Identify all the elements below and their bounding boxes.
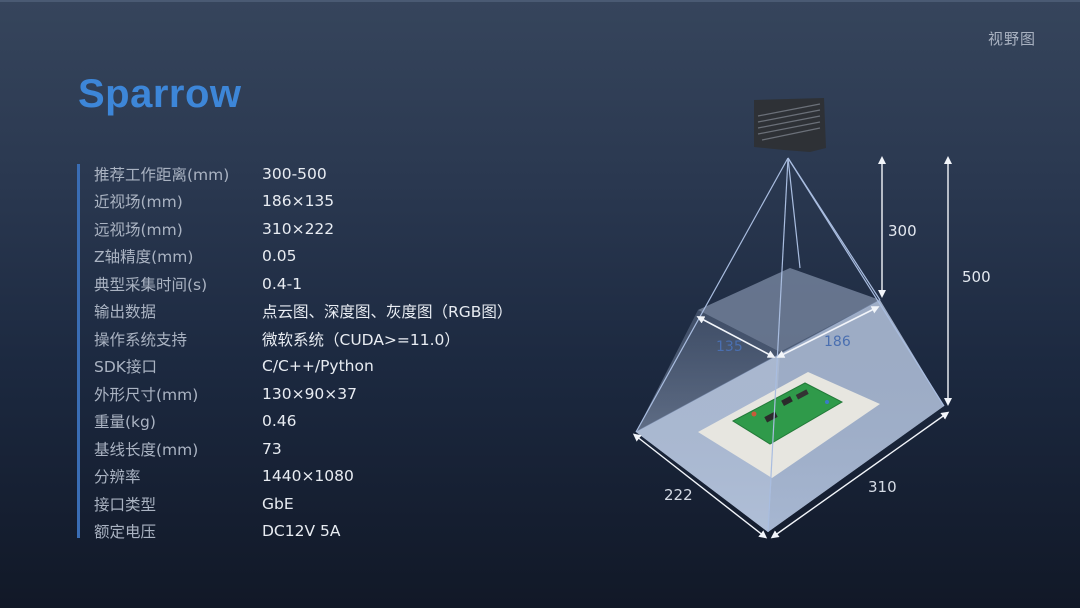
spec-row: 典型采集时间(s) 0.4-1 xyxy=(94,270,512,298)
section-tag: 视野图 xyxy=(987,30,1036,48)
spec-value: GbE xyxy=(262,494,294,513)
spec-label: 典型采集时间(s) xyxy=(94,275,208,294)
spec-label: 输出数据 xyxy=(94,303,157,322)
spec-value: 微软系统（CUDA>=11.0） xyxy=(262,330,460,349)
spec-value: 0.46 xyxy=(262,412,297,431)
spec-value: 0.4-1 xyxy=(262,274,303,293)
near-distance-label: 300 xyxy=(888,222,917,240)
spec-label: SDK接口 xyxy=(94,358,157,377)
spec-value: 0.05 xyxy=(262,247,297,266)
spec-row: 接口类型 GbE xyxy=(94,490,512,518)
spec-label: 分辨率 xyxy=(94,468,141,487)
far-distance-label: 500 xyxy=(962,268,991,286)
spec-row: 远视场(mm) 310×222 xyxy=(94,215,512,243)
spec-value: 130×90×37 xyxy=(262,384,358,403)
page-title: Sparrow xyxy=(78,72,242,116)
spec-row: 操作系统支持 微软系统（CUDA>=11.0） xyxy=(94,325,512,353)
spec-label: 重量(kg) xyxy=(94,413,156,432)
spec-label: 额定电压 xyxy=(94,523,157,542)
spec-value: 点云图、深度图、灰度图（RGB图） xyxy=(262,303,513,322)
spec-row: 推荐工作距离(mm) 300-500 xyxy=(94,160,512,188)
spec-value: 1440×1080 xyxy=(262,467,354,486)
far-width-label: 222 xyxy=(664,486,693,504)
far-width-arrow xyxy=(632,433,768,539)
spec-value: 300-500 xyxy=(262,164,327,183)
near-width-arrow xyxy=(696,316,776,358)
spec-row: Z轴精度(mm) 0.05 xyxy=(94,243,512,271)
spec-label: 近视场(mm) xyxy=(94,193,183,212)
spec-value: 310×222 xyxy=(262,219,335,238)
top-border xyxy=(0,0,1080,2)
spec-row: 基线长度(mm) 73 xyxy=(94,435,512,463)
spec-label: 接口类型 xyxy=(94,495,157,514)
spec-value: 73 xyxy=(262,439,282,458)
spec-row: SDK接口 C/C++/Python xyxy=(94,353,512,381)
spec-value: C/C++/Python xyxy=(262,357,374,376)
near-width-label: 135 xyxy=(716,339,743,355)
spec-label: 基线长度(mm) xyxy=(94,440,199,459)
far-length-label: 310 xyxy=(868,478,897,496)
camera-device-icon xyxy=(754,98,826,152)
spec-accent-bar xyxy=(77,164,80,538)
far-length-arrow xyxy=(770,411,950,539)
spec-value: DC12V 5A xyxy=(262,522,341,541)
spec-row: 额定电压 DC12V 5A xyxy=(94,518,512,546)
spec-row: 外形尺寸(mm) 130×90×37 xyxy=(94,380,512,408)
spec-value: 186×135 xyxy=(262,192,335,211)
spec-label: 远视场(mm) xyxy=(94,220,183,239)
spec-label: 外形尺寸(mm) xyxy=(94,385,199,404)
spec-row: 输出数据 点云图、深度图、灰度图（RGB图） xyxy=(94,298,512,326)
spec-row: 分辨率 1440×1080 xyxy=(94,463,512,491)
spec-label: Z轴精度(mm) xyxy=(94,248,194,267)
spec-label: 推荐工作距离(mm) xyxy=(94,165,230,184)
spec-row: 重量(kg) 0.46 xyxy=(94,408,512,436)
near-length-arrow xyxy=(776,306,880,358)
spec-label: 操作系统支持 xyxy=(94,330,188,349)
near-length-label: 186 xyxy=(824,334,851,350)
spec-row: 近视场(mm) 186×135 xyxy=(94,188,512,216)
spec-table: 推荐工作距离(mm) 300-500 近视场(mm) 186×135 远视场(mm)… xyxy=(94,160,512,545)
